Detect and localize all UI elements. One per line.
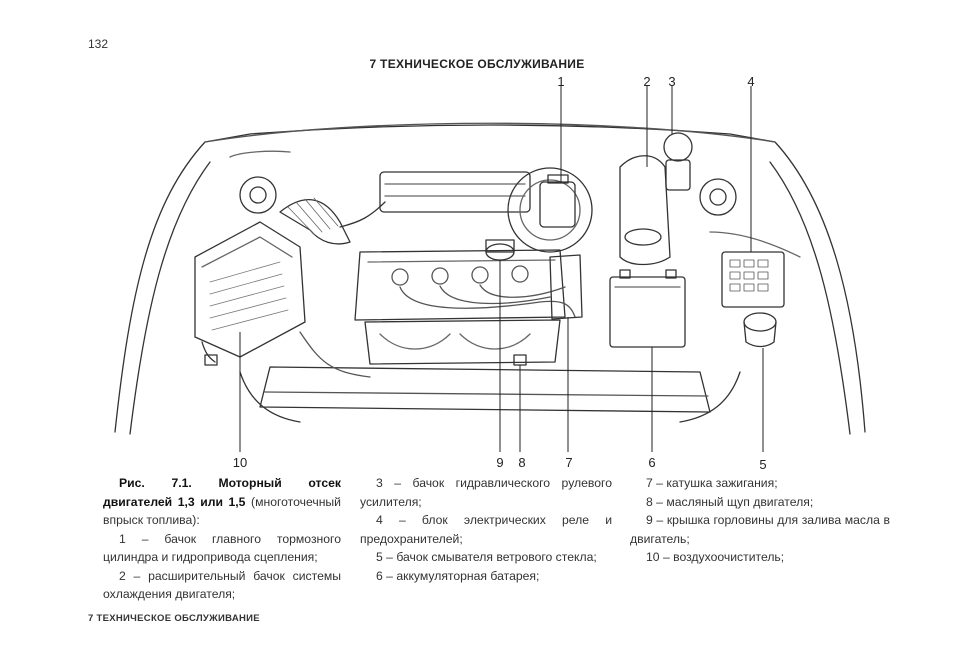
caption-item-9: 9 – крышка горловины для залива масла в … (630, 513, 890, 546)
caption-item-3: 3 – бачок гидравлического рулевого усили… (360, 476, 612, 509)
callout-5: 5 (759, 457, 767, 472)
caption-column-2: 3 – бачок гидравлического рулевого усили… (360, 474, 612, 585)
callout-1: 1 (557, 74, 565, 89)
engine-bay-illustration (114, 86, 866, 452)
caption-column-3: 7 – катушка зажигания; 8 – масляный щуп … (630, 474, 890, 567)
figure-caption-subtitle: (многоточечный впрыск топлива): (103, 494, 341, 528)
caption-item-7: 7 – катушка зажигания; (646, 476, 778, 490)
caption-column-1: Рис. 7.1. Моторный отсек двигателей 1,3 … (103, 474, 341, 604)
callout-9: 9 (496, 455, 504, 470)
caption-item-8: 8 – масляный щуп двигателя; (646, 494, 814, 509)
callout-7: 7 (565, 455, 573, 470)
figure-caption-title: Рис. 7.1. Моторный отсек двигателей 1,3 … (103, 476, 341, 509)
caption-item-4: 4 – блок электрических реле и предохрани… (360, 513, 612, 546)
caption-item-10: 10 – воздухоочиститель; (646, 550, 785, 564)
page-header: 7 ТЕХНИЧЕСКОЕ ОБСЛУЖИВАНИЕ (369, 57, 585, 71)
page-number: 132 (88, 37, 109, 51)
caption-item-5: 5 – бачок смывателя ветрового стекла; (376, 550, 597, 564)
caption-item-1: 1 – бачок главного тормозного цилиндра и… (103, 531, 341, 565)
callout-6: 6 (648, 455, 656, 470)
callout-2: 2 (643, 74, 651, 89)
callout-4: 4 (747, 74, 755, 89)
callout-10: 10 (232, 455, 248, 470)
callout-8: 8 (518, 455, 526, 470)
page-footer: 7 ТЕХНИЧЕСКОЕ ОБСЛУЖИВАНИЕ (88, 613, 260, 624)
callout-3: 3 (668, 74, 676, 89)
caption-item-2: 2 – расширительный бачок системы охлажде… (103, 568, 341, 602)
caption-item-6: 6 – аккумуляторная батарея; (376, 568, 540, 583)
